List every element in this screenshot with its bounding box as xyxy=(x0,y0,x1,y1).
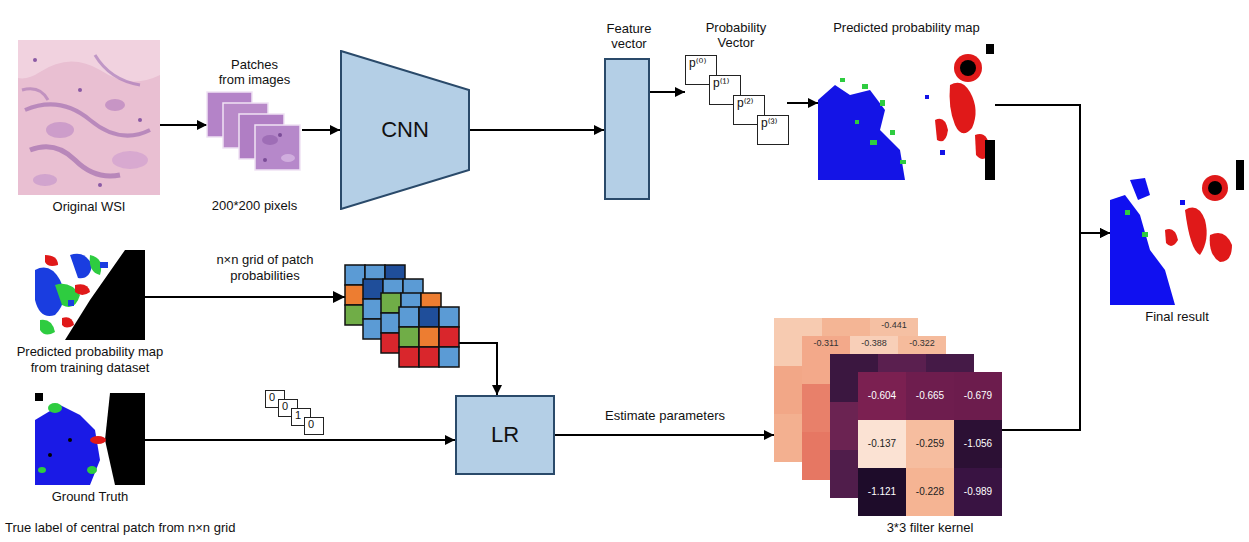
node-caption: Final result xyxy=(1110,309,1244,325)
flow-arrow xyxy=(650,91,685,93)
node-caption: Ground Truth xyxy=(25,489,155,505)
training-map-node: Predicted probability map from training … xyxy=(35,250,145,340)
flow-arrow xyxy=(1002,233,1110,430)
node-text: 0 xyxy=(279,400,297,413)
flow-arrow xyxy=(995,105,1110,233)
wsi-image xyxy=(18,40,160,195)
kernel-value: -0.679 xyxy=(954,372,1002,420)
flow-arrow xyxy=(470,129,604,131)
final-result-image xyxy=(1110,160,1244,305)
kernel-value: -0.137 xyxy=(858,420,906,468)
kernel-value: -0.311 xyxy=(802,338,850,352)
flow-arrow xyxy=(302,129,340,131)
ground-truth-image xyxy=(35,393,145,485)
probability-box: p⁽³⁾ xyxy=(757,115,789,145)
kernel-value: -0.441 xyxy=(870,320,918,334)
node-caption: 200*200 pixels xyxy=(185,198,325,214)
probability-map-node: Predicted probability map xyxy=(818,40,995,180)
final-result-node: Final result xyxy=(1110,160,1244,305)
edge-label: n×n grid of patch probabilities xyxy=(190,252,340,283)
kernel-value: -0.228 xyxy=(906,468,954,516)
node-caption: Probability Vector xyxy=(688,20,784,51)
node-text: 0 xyxy=(305,418,323,431)
edge-label: Estimate parameters xyxy=(580,408,750,424)
probability-vector-group: Probability Vectorp⁽⁰⁾p⁽¹⁾p⁽²⁾p⁽³⁾ xyxy=(685,55,787,145)
node-text: p⁽⁰⁾ xyxy=(686,56,716,70)
edge-label: True label of central patch from n×n gri… xyxy=(5,520,275,536)
node-text: 0 xyxy=(266,391,284,404)
lr-box: LR xyxy=(455,395,555,475)
kernel-value: -0.665 xyxy=(906,372,954,420)
node-text: p⁽²⁾ xyxy=(734,96,764,110)
kernel-value: -0.989 xyxy=(954,468,1002,516)
trapezoid-shape xyxy=(341,51,469,209)
node-caption: Predicted probability map from training … xyxy=(2,344,178,375)
kernel-value: -1.121 xyxy=(858,468,906,516)
kernel-value: -0.259 xyxy=(906,420,954,468)
node-caption: Feature vector xyxy=(591,21,667,52)
kernel-value: -0.604 xyxy=(858,372,906,420)
probability-map-image xyxy=(818,40,995,180)
node-text: 1 xyxy=(292,409,310,422)
patch-images xyxy=(207,92,300,170)
node-caption: Patches from images xyxy=(217,57,293,88)
node-text: p⁽³⁾ xyxy=(758,116,788,130)
flow-arrow xyxy=(145,297,497,395)
node-caption: Original WSI xyxy=(9,199,169,215)
node-text: LR xyxy=(491,422,519,448)
cnn-trapezoid: CNN xyxy=(340,50,470,210)
node-caption: Predicted probability map xyxy=(797,20,1017,36)
probability-grid-stack xyxy=(345,265,459,367)
flow-arrow xyxy=(160,124,207,126)
feature-vector-box: Feature vector xyxy=(604,58,650,200)
label-box: 0 xyxy=(304,417,324,435)
flow-arrow xyxy=(787,102,818,104)
patch-stack: Patches from images200*200 pixels xyxy=(207,92,302,170)
filter-kernel-stack xyxy=(774,318,1002,516)
node-text: CNN xyxy=(381,117,429,143)
flow-arrow xyxy=(145,439,455,441)
kernel-value: -1.056 xyxy=(954,420,1002,468)
wsi-image-node: Original WSI xyxy=(18,40,160,195)
node-text: p⁽¹⁾ xyxy=(710,76,740,90)
flow-arrow xyxy=(555,434,774,436)
training-map-image xyxy=(35,250,145,340)
grid-arrowhead xyxy=(333,291,345,303)
node-caption: 3*3 filter kernel xyxy=(858,520,1002,536)
kernel-value: -0.322 xyxy=(898,338,946,352)
ground-truth-node: Ground Truth xyxy=(35,393,145,485)
kernel-value: -0.388 xyxy=(850,338,898,352)
